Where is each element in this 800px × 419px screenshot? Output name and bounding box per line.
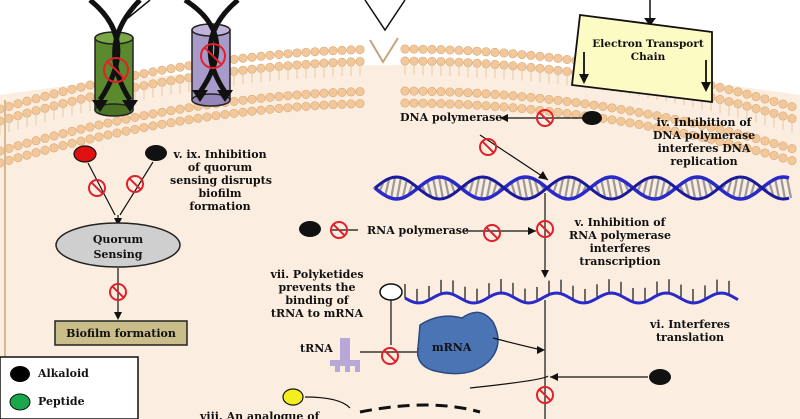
legend-peptide-label: Peptide [38, 395, 85, 408]
mrna-label: mRNA [432, 341, 472, 354]
dna-polymerase-label: DNA polymerase [400, 111, 503, 124]
trna-label: tRNA [300, 342, 333, 355]
inhibition-symbols [88, 43, 554, 404]
rna-polymerase-label: RNA polymerase [367, 224, 469, 237]
legend-alkaloid-label: Alkaloid [38, 367, 89, 380]
mrna-strand [404, 279, 739, 305]
etc-box [571, 0, 713, 104]
biofilm-formation-label: Biofilm formation [66, 327, 176, 340]
trna-shape [330, 338, 425, 372]
biofilm-box [54, 320, 188, 346]
legend-peptide-swatch [9, 393, 31, 411]
legend-alkaloid-swatch [10, 366, 30, 382]
purple-channel [183, 0, 240, 107]
dna-double-helix [373, 175, 793, 201]
mechanism-viii-label: viii. An analogue of [200, 410, 320, 419]
quorum-ellipse [55, 222, 181, 268]
mrna-blob [416, 311, 499, 375]
